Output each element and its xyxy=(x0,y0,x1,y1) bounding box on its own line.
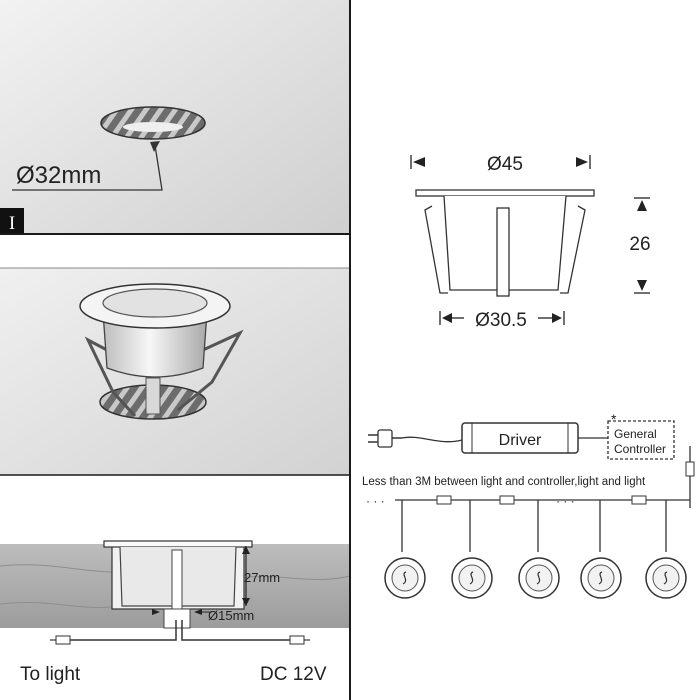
right-spring-clip xyxy=(177,329,244,412)
connector-left xyxy=(55,635,71,645)
panel-insert xyxy=(0,268,350,475)
cut-hole-inner xyxy=(123,122,183,132)
body-diameter-label: Ø30.5 xyxy=(475,310,527,331)
bus-connector-2 xyxy=(499,495,515,505)
distance-note: Less than 3M between light and controlle… xyxy=(362,476,646,488)
body-width-arrow-right xyxy=(552,313,562,323)
hole-leader-line xyxy=(12,144,163,191)
cable-dc xyxy=(181,620,290,641)
dc-voltage-label: DC 12V xyxy=(260,664,327,685)
fixture-clip-left xyxy=(424,205,448,294)
light-cup-body xyxy=(102,311,208,378)
flange-section xyxy=(103,540,253,548)
bus-connector-3 xyxy=(631,495,647,505)
left-spring-clip xyxy=(84,336,137,418)
light-stem xyxy=(145,377,161,415)
light-4-glyph xyxy=(598,571,603,585)
driver-label: Driver xyxy=(499,432,542,449)
panel-dimensions: Ø45 26 Ø30.5 xyxy=(410,154,651,331)
connector-right xyxy=(289,635,305,645)
light-2-glyph xyxy=(469,571,474,585)
depth-arrow-top xyxy=(242,546,250,554)
controller-label-2: Controller xyxy=(614,442,666,456)
depth-label: 27mm xyxy=(244,570,280,585)
height-arrow-bottom xyxy=(637,280,647,291)
controller-box xyxy=(607,420,675,460)
fixture-top-plate xyxy=(415,189,595,197)
body-width-arrow-left xyxy=(442,313,452,323)
panel-wiring: Driver * General Controller Less than 3M… xyxy=(362,411,695,599)
panel-hole: Ø32mm I xyxy=(0,0,350,234)
bus-ellipsis-left: · · · xyxy=(366,494,385,508)
light-1-glyph xyxy=(402,571,407,585)
controller-label-1: General xyxy=(614,427,657,441)
light-3-glyph xyxy=(536,571,541,585)
light-5-glyph xyxy=(663,571,668,585)
cable-hole-label: Ø15mm xyxy=(208,608,254,623)
to-light-label: To light xyxy=(20,664,81,685)
top-width-arrow-right xyxy=(576,157,588,167)
cup-stem-section xyxy=(171,549,183,611)
bus-ellipsis-mid: · · · xyxy=(556,494,575,508)
top-diameter-label: Ø45 xyxy=(487,154,523,175)
controller-lead-connector xyxy=(685,461,695,477)
controller-note-mark: * xyxy=(611,411,617,427)
leader-arrow xyxy=(150,141,160,152)
cable-to-light xyxy=(70,620,177,641)
panel-install: 27mm Ø15mm To light DC 12V xyxy=(0,540,351,685)
top-width-arrow-left xyxy=(413,157,425,167)
light-lens xyxy=(102,288,208,318)
height-label: 26 xyxy=(629,234,650,255)
power-cord xyxy=(401,436,463,443)
depth-arrow-bottom xyxy=(242,598,250,606)
height-arrow-top xyxy=(637,200,647,211)
hole-arrow-left xyxy=(152,609,160,615)
step-badge xyxy=(0,208,24,234)
bus-connector-1 xyxy=(436,495,452,505)
cable-hole xyxy=(163,608,191,629)
fixture-clip-right xyxy=(560,205,586,294)
plug-body xyxy=(377,429,393,448)
hole-diameter-label: Ø32mm xyxy=(16,162,101,189)
hole-arrow-right xyxy=(194,609,202,615)
fixture-stem xyxy=(496,207,510,297)
step-numeral: I xyxy=(9,213,15,234)
wood-grain-3 xyxy=(0,601,121,609)
